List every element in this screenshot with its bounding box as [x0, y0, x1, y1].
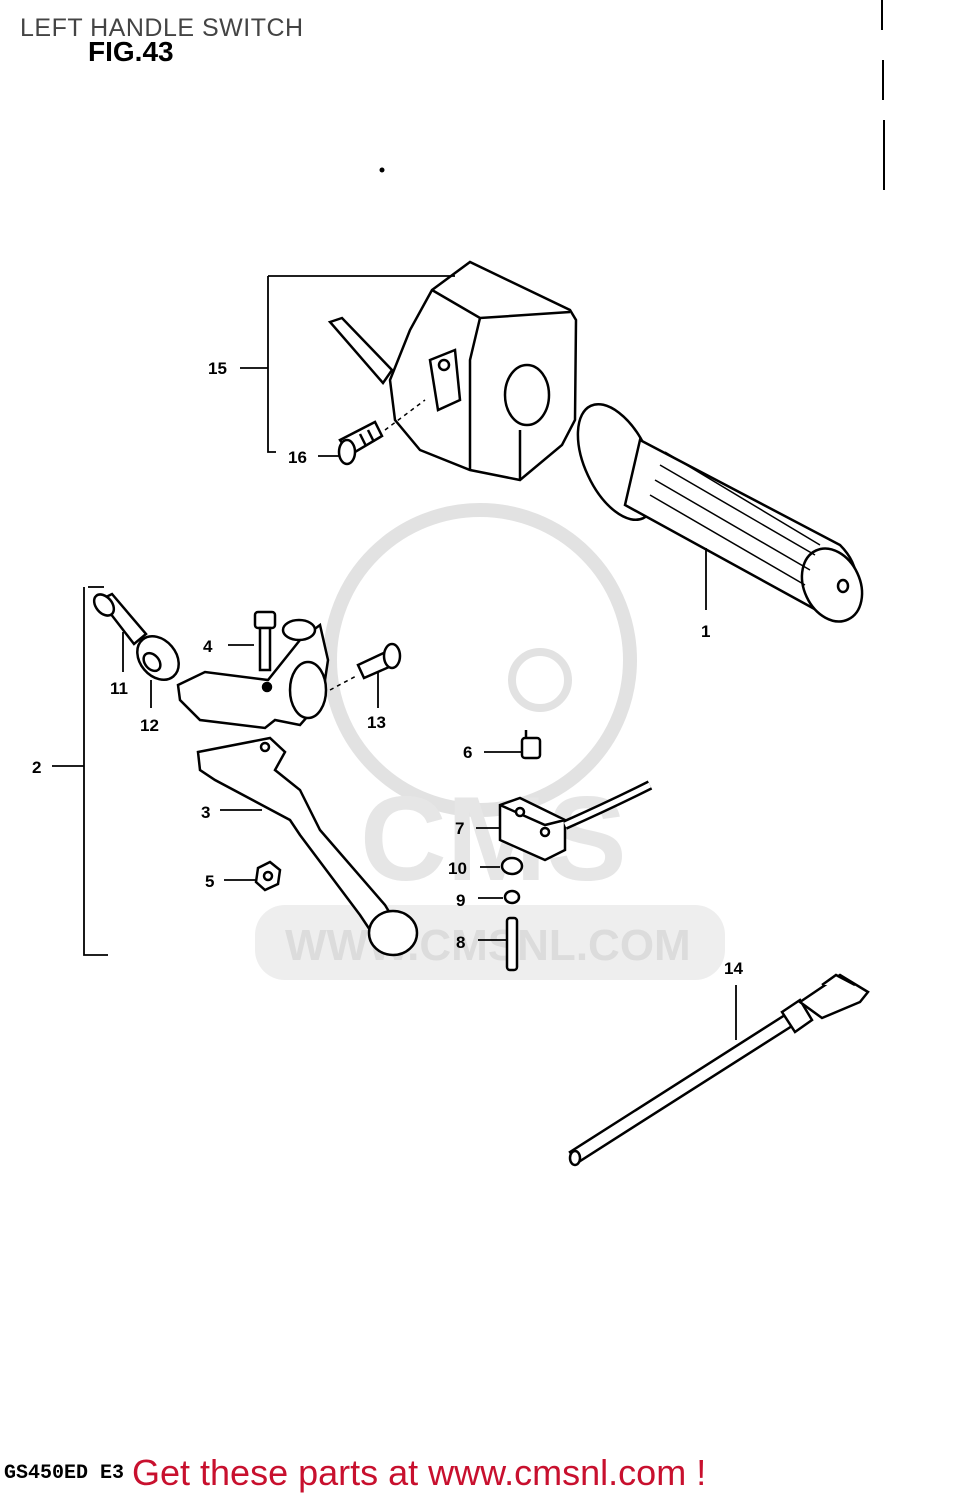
callout-13: 13 — [367, 713, 386, 732]
clutch-switch-part-7 — [498, 780, 653, 862]
callout-2: 2 — [32, 758, 41, 777]
adjuster-part-12 — [136, 635, 180, 681]
callout-7: 7 — [455, 819, 464, 838]
stray-mark — [379, 167, 385, 173]
leader-lines — [52, 275, 737, 1040]
lever-part-3 — [196, 736, 419, 957]
promo-link-text[interactable]: Get these parts at www.cmsnl.com ! — [132, 1452, 707, 1493]
callout-6: 6 — [463, 743, 472, 762]
switch-housing-part-15 — [327, 260, 578, 482]
bolt-part-4 — [253, 610, 277, 672]
nut-part-5 — [254, 860, 282, 892]
callout-10: 10 — [448, 859, 467, 878]
callout-1: 1 — [701, 622, 710, 641]
callout-11: 11 — [110, 679, 128, 698]
clip-part-6 — [520, 730, 542, 760]
callout-4: 4 — [203, 637, 213, 656]
screw-part-16 — [337, 399, 426, 466]
washer-part-10 — [500, 856, 524, 876]
border-line — [881, 0, 885, 190]
callout-9: 9 — [456, 891, 465, 910]
watermark-url: WWW.CMSNL.COM — [285, 921, 691, 970]
bolt-part-11 — [92, 592, 148, 646]
callout-3: 3 — [201, 803, 210, 822]
page-title: LEFT HANDLE SWITCH — [20, 14, 304, 42]
callout-14: 14 — [724, 959, 743, 978]
callout-16: 16 — [288, 448, 307, 467]
watermark-mascot-head — [323, 503, 637, 817]
grip-part-1 — [576, 402, 864, 623]
callout-15: 15 — [208, 359, 227, 378]
lever-holder — [176, 618, 330, 730]
watermark-mascot-eye — [508, 648, 572, 712]
figure-number: FIG.43 — [88, 36, 174, 67]
watermark: CMS WWW.CMSNL.COM — [255, 503, 725, 980]
callout-12: 12 — [140, 716, 159, 735]
screw-part-13 — [329, 642, 402, 691]
cable-tie-part-14 — [568, 973, 870, 1167]
screw-part-8 — [505, 916, 519, 972]
model-code: GS450ED E3 — [4, 1462, 125, 1485]
callout-5: 5 — [205, 872, 214, 891]
nut-part-9 — [503, 889, 521, 905]
watermark-brand: CMS — [360, 772, 627, 906]
callout-8: 8 — [456, 933, 465, 952]
callouts: 15 16 1 4 11 12 13 2 6 3 7 10 5 9 8 14 — [32, 359, 743, 978]
